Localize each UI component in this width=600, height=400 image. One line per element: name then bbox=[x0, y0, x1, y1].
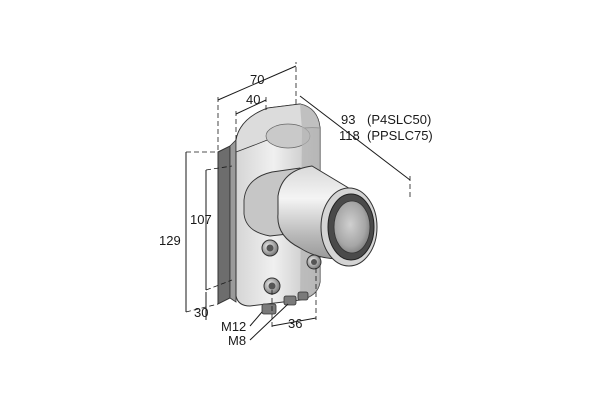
dimension-labels: 70 40 93 (P4SLC50) 118 (PPSLC75) 129 107… bbox=[159, 72, 433, 348]
dim-36-line bbox=[271, 317, 317, 327]
connectors bbox=[261, 239, 322, 315]
label-depth-118: 118 bbox=[339, 128, 360, 143]
label-height-129: 129 bbox=[159, 233, 181, 248]
label-width-70: 70 bbox=[250, 72, 264, 87]
label-spacing-36: 36 bbox=[288, 316, 302, 331]
dim-40-line bbox=[235, 99, 267, 115]
m8-leader bbox=[249, 303, 289, 341]
label-depth-93: 93 bbox=[341, 112, 355, 127]
m12-leader bbox=[249, 311, 263, 327]
screw-upper-inner bbox=[266, 244, 274, 252]
label-connector-m8: M8 bbox=[228, 333, 246, 348]
label-model-pp: (PPSLC75) bbox=[367, 128, 433, 143]
screw-lower-inner bbox=[268, 282, 276, 290]
mounting-plate bbox=[217, 145, 231, 305]
m8-connector bbox=[283, 295, 297, 306]
lens-glass bbox=[333, 200, 371, 254]
dim-depth-line bbox=[299, 95, 411, 181]
label-model-p4: (P4SLC50) bbox=[367, 112, 431, 127]
label-connector-m12: M12 bbox=[221, 319, 246, 334]
m12-connector bbox=[261, 303, 277, 315]
m8-connector-2 bbox=[297, 291, 309, 301]
label-height-107: 107 bbox=[190, 212, 212, 227]
lens-tube bbox=[277, 165, 378, 267]
dimension-lines bbox=[185, 62, 411, 341]
screw-right-inner bbox=[311, 259, 317, 265]
label-width-40: 40 bbox=[246, 92, 260, 107]
label-offset-30: 30 bbox=[194, 305, 208, 320]
dim-70-line bbox=[217, 65, 297, 101]
plate-front-face bbox=[229, 139, 237, 303]
